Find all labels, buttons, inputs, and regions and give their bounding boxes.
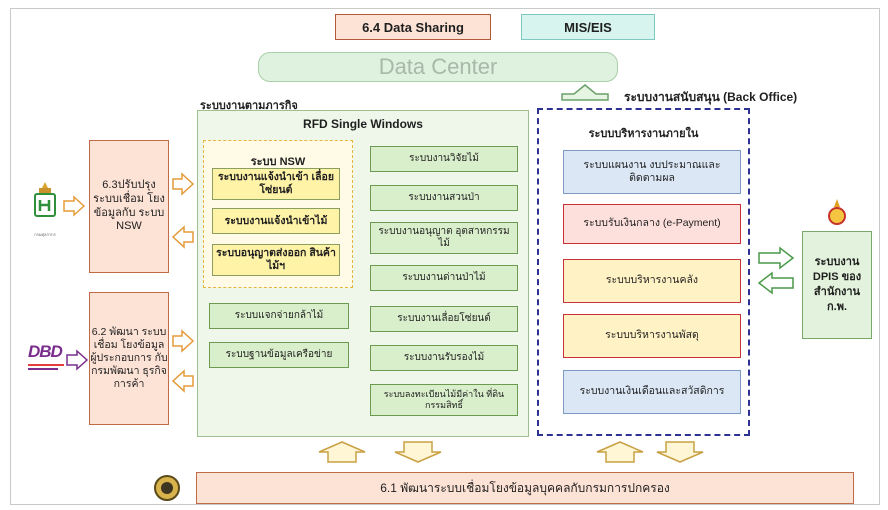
mis-eis-box: MIS/EIS xyxy=(521,14,655,40)
rfd-left-item: ระบบฐานข้อมูลเครือข่าย xyxy=(209,342,349,368)
diagram-frame xyxy=(10,8,880,505)
dbd-logo-icon: DBD xyxy=(28,342,68,374)
internal-title: ระบบบริหารงานภายใน xyxy=(588,128,699,140)
data-sharing-box: 6.4 Data Sharing xyxy=(335,14,491,40)
right-arrow-icon xyxy=(63,195,86,217)
nsw-item-import-wood: ระบบงานแจ้งนำเข้าไม้ xyxy=(212,208,340,234)
nsw-item-import-chainsaw: ระบบงานแจ้งนำเข้า เลื่อยโซ่ยนต์ xyxy=(212,168,340,200)
rfd-right-item: ระบบงานเลื่อยโซ่ยนต์ xyxy=(370,306,518,332)
ocsc-logo-icon xyxy=(828,198,846,226)
rfd-left-item: ระบบแจกจ่ายกล้าไม้ xyxy=(209,303,349,329)
up-arrow-icon xyxy=(561,84,609,101)
dopa-logo-icon xyxy=(153,474,181,502)
box-6-1: 6.1 พัฒนาระบบเชื่อมโยงข้อมูลบุคคลกับกรมก… xyxy=(196,472,854,504)
box-6-2: 6.2 พัฒนา ระบบเชื่อม โยงข้อมูล ผู้ประกอบ… xyxy=(89,292,169,425)
rfd-right-item: ระบบงานสวนป่า xyxy=(370,185,518,211)
internal-item-plan: ระบบแผนงาน งบประมาณและ ติดตามผล xyxy=(563,150,741,194)
customs-logo-icon: กรมศุลกากร xyxy=(32,180,58,237)
internal-item-salary: ระบบงานเงินเดือนและสวัสดิการ xyxy=(563,370,741,414)
internal-panel xyxy=(537,108,750,436)
internal-item-epayment: ระบบรับเงินกลาง (e-Payment) xyxy=(563,204,741,244)
internal-item-procurement: ระบบบริหารงานพัสดุ xyxy=(563,314,741,358)
nsw-item-export-permit: ระบบอนุญาตส่งออก สินค้าไม้ฯ xyxy=(212,244,340,276)
internal-item-finance: ระบบบริหารงานคลัง xyxy=(563,259,741,303)
right-arrow-icon xyxy=(172,172,195,196)
up-arrow-icon xyxy=(596,441,644,463)
nsw-title: ระบบ NSW xyxy=(250,156,306,168)
data-center: Data Center xyxy=(258,52,618,82)
mission-label: ระบบงานตามภารกิจ xyxy=(200,100,298,112)
rfd-right-item: ระบบงานด่านป่าไม้ xyxy=(370,265,518,291)
rfd-right-item: ระบบงานรับรองไม้ xyxy=(370,345,518,371)
down-arrow-icon xyxy=(394,441,442,463)
rfd-right-item: ระบบลงทะเบียนไม้มีค่าใน ที่ดินกรรมสิทธิ์ xyxy=(370,384,518,416)
down-arrow-icon xyxy=(656,441,704,463)
back-office-label: ระบบงานสนับสนุน (Back Office) xyxy=(624,90,798,104)
left-arrow-icon xyxy=(757,271,794,295)
box-6-3: 6.3ปรับปรุง ระบบเชื่อม โยงข้อมูลกับ ระบบ… xyxy=(89,140,169,273)
rfd-title: RFD Single Windows xyxy=(303,117,423,131)
right-arrow-icon xyxy=(758,246,795,270)
dpis-box: ระบบงาน DPIS ของ สำนักงาน ก.พ. xyxy=(802,231,872,339)
left-arrow-icon xyxy=(171,369,194,393)
rfd-right-item: ระบบงานวิจัยไม้ xyxy=(370,146,518,172)
up-arrow-icon xyxy=(318,441,366,463)
rfd-right-item: ระบบงานอนุญาต อุตสาหกรรมไม้ xyxy=(370,222,518,254)
right-arrow-icon xyxy=(66,349,89,371)
right-arrow-icon xyxy=(172,329,195,353)
left-arrow-icon xyxy=(171,225,194,249)
